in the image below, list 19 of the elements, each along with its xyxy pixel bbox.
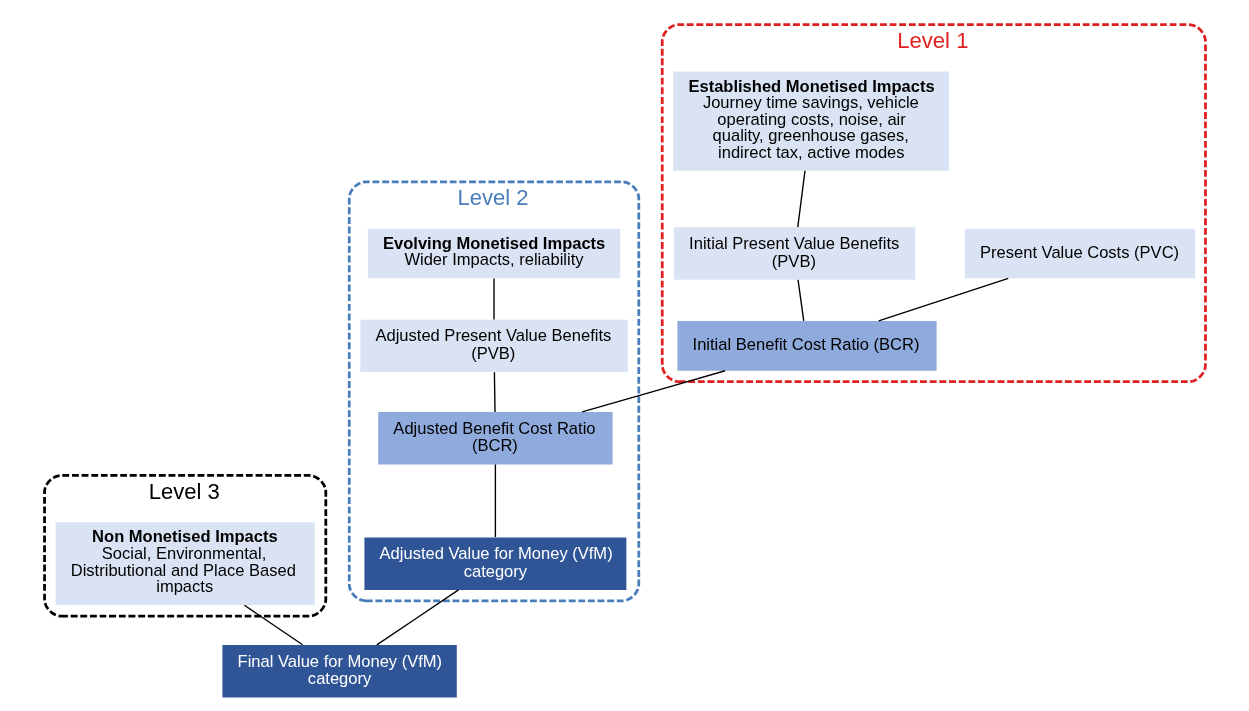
connector <box>796 170 806 228</box>
node-box: Established Monetised Impacts Journey time savings, vehicle operating costs, noise, air quality, greenhouse gases, indirect tax, active modes <box>672 71 949 171</box>
connector <box>494 463 496 538</box>
node-box: Present Value Costs (PVC) <box>964 228 1195 279</box>
connector <box>580 370 726 413</box>
connector <box>493 371 496 413</box>
connector <box>243 604 303 646</box>
node-box: Adjusted Benefit Cost Ratio (BCR) <box>377 412 613 465</box>
connector <box>796 279 804 322</box>
connector <box>375 589 459 646</box>
node-box: Initial Present Value Benefits (PVB) <box>673 227 915 280</box>
node-box: Final Value for Money (VfM) category <box>221 645 457 698</box>
node-box: Evolving Monetised Impacts Wider Impacts, reliability <box>367 228 620 279</box>
node-box: Adjusted Value for Money (VfM) category <box>363 537 626 590</box>
connector <box>877 277 1009 322</box>
node-box: Non Monetised Impacts Social, Environmental, Distributional and Place Based impacts <box>55 522 315 606</box>
node-box: Adjusted Present Value Benefits (PVB) <box>359 319 628 373</box>
connector <box>492 277 495 321</box>
node-box: Initial Benefit Cost Ratio (BCR) <box>676 321 937 371</box>
